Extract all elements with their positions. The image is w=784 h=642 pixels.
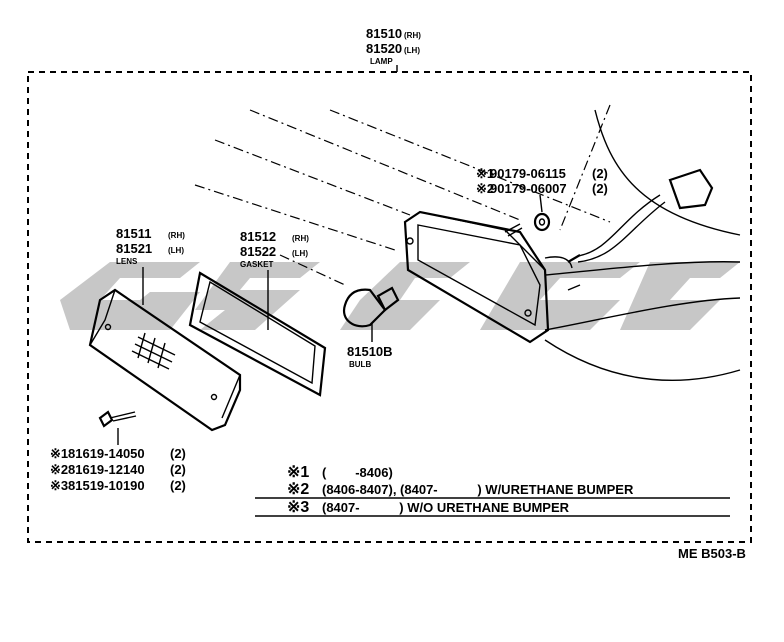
fastener-1-mark: ※1	[476, 166, 494, 181]
lens-label: 81511 (RH) 81521 (LH) LENS	[116, 226, 185, 305]
gasket-label: 81512 (RH) 81522 (LH) GASKET	[240, 229, 309, 330]
lamp-housing	[403, 210, 581, 344]
screw-2-pn: 81619-12140	[68, 462, 145, 477]
watermark-logo	[60, 262, 740, 330]
fastener-labels: ※1 90179-06115 (2) ※2 90179-06007 (2)	[476, 166, 608, 196]
footnote-1-text: ( -8406)	[322, 465, 393, 480]
screw-1-pn: 81619-14050	[68, 446, 145, 461]
lamp-lh-suffix: (LH)	[404, 46, 420, 55]
screw-2-qty: (2)	[170, 462, 186, 477]
housing-screw	[504, 223, 523, 237]
lamp-name: LAMP	[370, 57, 393, 66]
fastener-1-pn: 90179-06115	[490, 166, 566, 181]
footnote-1-mark: ※1	[287, 464, 309, 481]
screw-3-qty: (2)	[170, 478, 186, 493]
gasket-name: GASKET	[240, 260, 273, 269]
screw-1-mark: ※1	[50, 446, 68, 461]
fastener-leader	[539, 194, 543, 213]
bulb-part	[342, 286, 400, 342]
footnote-3-mark: ※3	[287, 499, 309, 516]
footnotes: ※1 ( -8406) ※2 (8406-8407), (8407- ) W/U…	[255, 464, 730, 517]
screw-labels: ※1 81619-14050 (2) ※2 81619-12140 (2) ※3…	[50, 446, 186, 493]
lens-name: LENS	[116, 257, 138, 266]
wire-harness	[577, 168, 714, 263]
bulb-name: BULB	[349, 360, 371, 369]
gasket-rh-suffix: (RH)	[292, 234, 309, 243]
screw-1-qty: (2)	[170, 446, 186, 461]
lens-rh-suffix: (RH)	[168, 231, 185, 240]
tapping-screw	[98, 410, 137, 445]
fastener-2-mark: ※2	[476, 181, 494, 196]
lens-part	[88, 288, 242, 432]
lens-rh-pn: 81511	[116, 226, 151, 241]
gasket-part	[188, 271, 327, 397]
alignment-lines	[194, 104, 611, 286]
lamp-label: 81510 (RH) 81520 (LH) LAMP	[366, 26, 421, 66]
footnote-2-mark: ※2	[287, 481, 309, 498]
bulb-label: 81510B BULB	[347, 344, 393, 369]
gasket-rh-pn: 81512	[240, 229, 276, 244]
footnote-3-text: (8407- ) W/O URETHANE BUMPER	[322, 500, 570, 515]
footnote-2-text: (8406-8407), (8407- ) W/URETHANE BUMPER	[322, 482, 634, 497]
fastener-2-qty: (2)	[592, 181, 608, 196]
lens-lh-suffix: (LH)	[168, 246, 184, 255]
lamp-lh-pn: 81520	[366, 41, 402, 56]
fastener-1-qty: (2)	[592, 166, 608, 181]
diagram-code: ME B503-B	[678, 546, 746, 561]
gasket-lh-suffix: (LH)	[292, 249, 308, 258]
screw-2-mark: ※2	[50, 462, 68, 477]
lens-grid-pattern	[131, 332, 176, 370]
gasket-lh-pn: 81522	[240, 244, 276, 259]
lamp-rh-suffix: (RH)	[404, 31, 421, 40]
assembly-border	[27, 71, 752, 543]
screw-3-mark: ※3	[50, 478, 68, 493]
bulb-pn: 81510B	[347, 344, 393, 359]
screw-3-pn: 81519-10190	[68, 478, 145, 493]
fastener-nut	[533, 212, 551, 232]
fastener-2-pn: 90179-06007	[490, 181, 567, 196]
lamp-rh-pn: 81510	[366, 26, 402, 41]
bumper-outline	[544, 109, 741, 382]
lens-lh-pn: 81521	[116, 241, 152, 256]
